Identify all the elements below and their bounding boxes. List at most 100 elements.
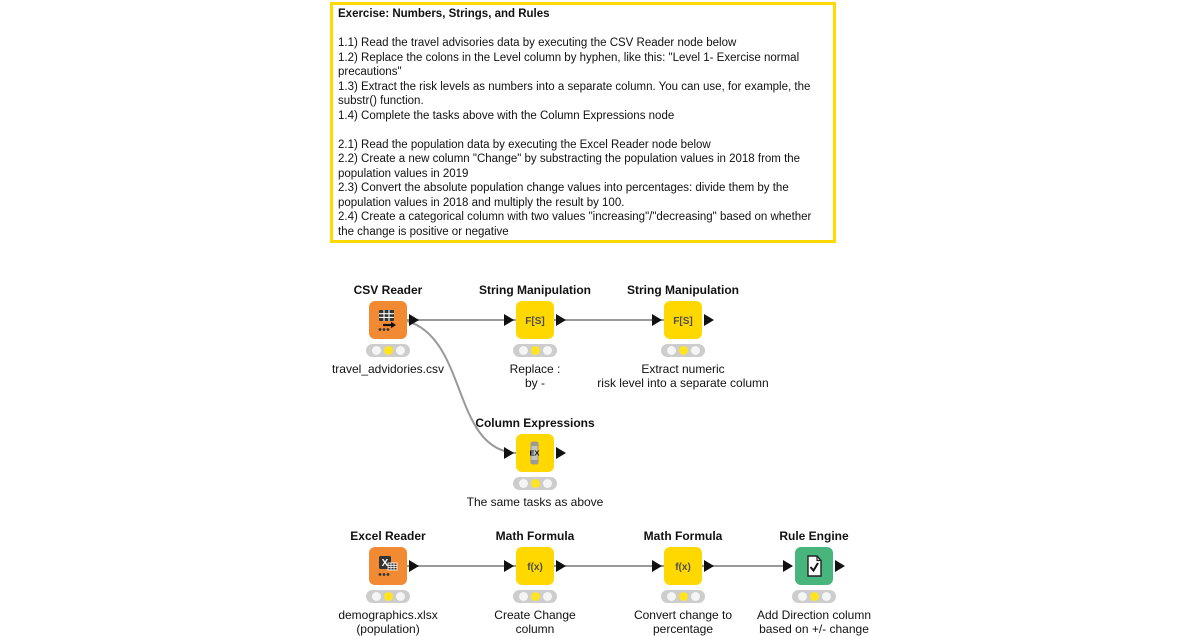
rule-document-check-icon: [807, 555, 822, 577]
status-red: [371, 346, 381, 355]
svg-text:F[S]: F[S]: [525, 316, 544, 327]
status-green: [542, 479, 552, 488]
node-body[interactable]: f(x): [652, 547, 714, 585]
node-comment: travel_advidories.csv: [331, 362, 445, 376]
math-formula-icon: f(x): [675, 562, 691, 573]
string-manipulation-icon: F[S]: [525, 316, 544, 327]
status-red: [518, 346, 528, 355]
svg-text:EX: EX: [529, 449, 539, 458]
output-port[interactable]: [704, 560, 714, 572]
status-yellow: [809, 592, 819, 601]
status-yellow: [678, 592, 688, 601]
traffic-light: [366, 344, 410, 357]
node-comment: Replace : by -: [509, 362, 561, 390]
node-column-expressions[interactable]: Column Expressions EX The same tasks as …: [420, 416, 650, 509]
node-rule-engine[interactable]: Rule Engine Add Direction column based o…: [699, 529, 929, 636]
csv-table-icon: [378, 310, 396, 331]
node-title: Column Expressions: [475, 416, 595, 430]
status-red: [518, 479, 528, 488]
input-port[interactable]: [652, 314, 662, 326]
svg-text:f(x): f(x): [675, 562, 691, 573]
node-title: CSV Reader: [353, 283, 423, 297]
node-string-manipulation-1[interactable]: String Manipulation F[S] Replace : by -: [420, 283, 650, 390]
node-string-manipulation-2[interactable]: String Manipulation F[S] Extract numeric…: [568, 283, 798, 390]
node-title: Math Formula: [643, 529, 723, 543]
output-port[interactable]: [556, 560, 566, 572]
status-yellow: [530, 346, 540, 355]
status-red: [666, 592, 676, 601]
annotation-text: 1.4) Complete the tasks above with the C…: [338, 109, 675, 122]
status-green: [395, 592, 405, 601]
status-yellow: [530, 592, 540, 601]
node-comment: Add Direction column based on +/- change: [756, 608, 872, 636]
annotation-text: 2.3) Convert the absolute population cha…: [338, 182, 789, 209]
annotation-text: 2.2) Create a new column "Change" by sub…: [338, 153, 801, 180]
node-title: String Manipulation: [627, 283, 739, 297]
status-green: [821, 592, 831, 601]
annotation-text: 2.4) Create a categorical column with tw…: [338, 211, 812, 238]
input-port[interactable]: [504, 314, 514, 326]
node-title: Rule Engine: [779, 529, 849, 543]
math-formula-icon: f(x): [527, 562, 543, 573]
annotation-section-1: 1.1) Read the travel advisories data by …: [338, 36, 828, 123]
status-red: [518, 592, 528, 601]
status-red: [666, 346, 676, 355]
traffic-light: [513, 477, 557, 490]
node-body[interactable]: [369, 301, 419, 339]
node-comment: Extract numeric risk level into a separa…: [597, 362, 769, 390]
node-math-formula-1[interactable]: Math Formula f(x) Create Change column: [420, 529, 650, 636]
annotation-section-2: 2.1) Read the population data by executi…: [338, 138, 828, 240]
status-green: [690, 346, 700, 355]
node-body[interactable]: f(x): [504, 547, 566, 585]
string-manipulation-icon: F[S]: [673, 316, 692, 327]
status-yellow: [383, 346, 393, 355]
input-port[interactable]: [504, 447, 514, 459]
node-title: String Manipulation: [479, 283, 591, 297]
node-comment: The same tasks as above: [466, 495, 604, 509]
output-port[interactable]: [409, 314, 419, 326]
node-title: Math Formula: [495, 529, 575, 543]
status-green: [395, 346, 405, 355]
svg-text:X: X: [382, 558, 389, 569]
svg-text:f(x): f(x): [527, 562, 543, 573]
traffic-light: [366, 590, 410, 603]
status-green: [542, 592, 552, 601]
output-port[interactable]: [835, 560, 845, 572]
output-port[interactable]: [704, 314, 714, 326]
excel-file-icon: X: [378, 556, 398, 576]
output-port[interactable]: [556, 314, 566, 326]
traffic-light: [513, 590, 557, 603]
status-green: [542, 346, 552, 355]
node-body[interactable]: EX: [504, 434, 566, 472]
node-csv-reader[interactable]: CSV Reader travel_advidories.csv: [273, 283, 503, 376]
annotation-text: 1.1) Read the travel advisories data by …: [338, 37, 737, 49]
node-body[interactable]: F[S]: [652, 301, 714, 339]
annotation-text: 2.1) Read the population data by executi…: [338, 138, 711, 151]
status-green: [690, 592, 700, 601]
node-title: Excel Reader: [350, 529, 426, 543]
traffic-light: [513, 344, 557, 357]
workflow-annotation[interactable]: Exercise: Numbers, Strings, and Rules 1.…: [330, 2, 836, 243]
node-body[interactable]: F[S]: [504, 301, 566, 339]
input-port[interactable]: [652, 560, 662, 572]
output-port[interactable]: [556, 447, 566, 459]
output-port[interactable]: [409, 560, 419, 572]
annotation-text: 1.2) Replace the colons in the Level col…: [338, 51, 800, 79]
status-yellow: [678, 346, 688, 355]
node-comment: Create Change column: [494, 608, 576, 636]
node-body[interactable]: [783, 547, 845, 585]
column-expressions-icon: EX: [529, 441, 540, 465]
traffic-light: [661, 344, 705, 357]
status-yellow: [530, 479, 540, 488]
annotation-title: Exercise: Numbers, Strings, and Rules: [338, 8, 550, 20]
status-red: [371, 592, 381, 601]
status-yellow: [383, 592, 393, 601]
input-port[interactable]: [504, 560, 514, 572]
traffic-light: [661, 590, 705, 603]
connection-csv-to-columnexpressions[interactable]: [406, 320, 517, 454]
node-body[interactable]: X: [369, 547, 419, 585]
traffic-light: [792, 590, 836, 603]
input-port[interactable]: [783, 560, 793, 572]
